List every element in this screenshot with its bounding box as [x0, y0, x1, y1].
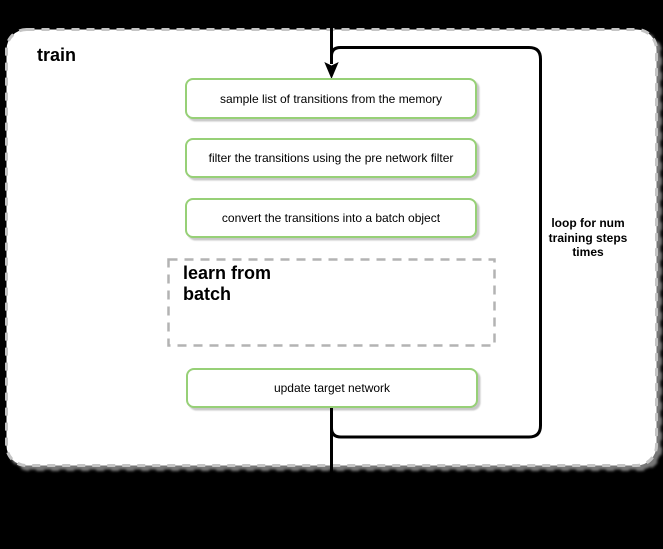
- node-label: convert the transitions into a batch obj…: [221, 211, 441, 225]
- loop-annotation-line-1: loop for num: [551, 216, 625, 230]
- loop-annotation: loop for num training steps times: [543, 216, 633, 260]
- node-filter-transitions: filter the transitions using the pre net…: [185, 138, 477, 178]
- node-learn-from-batch-label: learn from batch: [183, 263, 271, 305]
- flow-arrowhead-icon: [324, 62, 339, 79]
- train-container-title: train: [37, 45, 77, 65]
- node-sample-transitions: sample list of transitions from the memo…: [185, 78, 477, 119]
- node-convert-to-batch: convert the transitions into a batch obj…: [185, 198, 477, 238]
- node-label: update target network: [273, 381, 391, 395]
- loop-annotation-line-2: training steps: [548, 230, 628, 245]
- loop-back-path: [330, 46, 542, 439]
- learn-from-batch-outline: [167, 258, 496, 347]
- learn-label-line-2: batch: [183, 284, 232, 304]
- node-label: sample list of transitions from the memo…: [219, 91, 443, 106]
- node-label: filter the transitions using the pre net…: [208, 151, 454, 165]
- learn-label-line-1: learn from: [183, 263, 272, 283]
- loop-annotation-line-3: times: [572, 245, 604, 259]
- node-update-target-network: update target network: [186, 368, 478, 408]
